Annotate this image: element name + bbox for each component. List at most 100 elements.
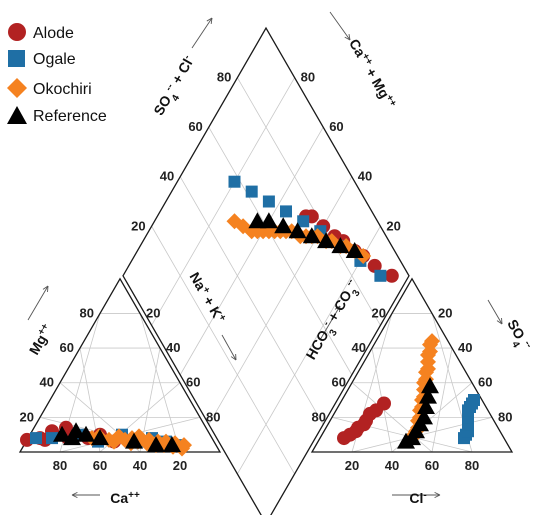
point-ogale-diamond-8	[228, 175, 241, 188]
point-alode-anion-8	[377, 396, 391, 411]
arrow-camg-head-a	[344, 36, 351, 41]
tick-camg-60: 60	[329, 119, 343, 134]
point-reference-cation-4	[91, 429, 109, 446]
arrow-layer	[27, 11, 503, 499]
point-reference-cation-7	[163, 436, 181, 453]
arrow-so4cl	[191, 17, 213, 49]
tick-hco3-80: 80	[312, 409, 326, 424]
point-reference-diamond-4	[288, 222, 307, 239]
point-reference-cation-0	[53, 425, 71, 442]
diamond-grid-a-2	[179, 176, 324, 425]
tick-cl-80: 80	[465, 458, 479, 473]
legend-item-okochiri: Okochiri	[7, 78, 92, 98]
point-reference-diamond-1	[331, 237, 350, 254]
arrow-mg-head-b	[42, 285, 49, 290]
tick-mg-40: 40	[40, 375, 54, 390]
legend-label-ogale: Ogale	[33, 51, 76, 68]
point-reference-cation-2	[67, 422, 85, 439]
anion-grid-a-3	[351, 382, 433, 453]
tick-mg-20: 20	[20, 409, 34, 424]
point-reference-anion-7	[397, 432, 415, 449]
tick-cl-60: 60	[425, 458, 439, 473]
point-ogale-diamond-5	[280, 205, 292, 218]
point-ogale-cation-0	[30, 432, 42, 445]
tick-cl-40: 40	[385, 458, 399, 473]
point-okochiri-cation-19	[176, 437, 192, 454]
tick-ca-20: 20	[173, 458, 187, 473]
legend-item-ogale: Ogale	[8, 50, 76, 68]
tick-camg-80: 80	[301, 70, 315, 85]
arrow-hco3-head-b	[334, 305, 341, 310]
anion-frame	[310, 277, 514, 453]
point-reference-diamond-6	[259, 212, 278, 229]
tick-camg-40: 40	[358, 169, 372, 184]
arrow-mg	[27, 285, 49, 321]
tick-hco3-20: 20	[372, 305, 386, 320]
tick-mg-60: 60	[60, 340, 74, 355]
tick-so4-20: 20	[438, 305, 452, 320]
legend-item-alode: Alode	[8, 23, 74, 42]
axis-label-ca-mg: Ca++ + Mg++	[346, 36, 399, 111]
tick-camg-20: 20	[386, 218, 400, 233]
arrow-camg-head-b	[348, 34, 351, 41]
tick-cl-20: 20	[345, 458, 359, 473]
point-ogale-anion-8	[468, 394, 480, 406]
tick-hco3-40: 40	[352, 340, 366, 355]
point-alode-diamond-1	[367, 258, 382, 273]
anion-grid-b-3	[431, 348, 453, 453]
cation-grid-b-4	[139, 313, 181, 453]
arrow-cl-head-b	[434, 491, 441, 496]
legend-marker-ogale	[8, 50, 25, 67]
axis-label-cl: Cl-	[409, 490, 426, 507]
legend-marker-alode	[8, 23, 26, 41]
tick-hco3-60: 60	[332, 375, 346, 390]
legend-marker-reference	[7, 106, 27, 124]
tick-nak-40: 40	[166, 340, 180, 355]
tick-ca-60: 60	[93, 458, 107, 473]
tick-so4-60: 60	[478, 375, 492, 390]
diamond-grid-b-2	[179, 126, 324, 376]
arrow-so4	[487, 299, 503, 325]
arrow-nak-head-a	[230, 356, 237, 361]
diamond-grid-a-3	[208, 126, 353, 376]
point-reference-diamond-0	[345, 242, 364, 258]
tick-mg-80: 80	[80, 305, 94, 320]
axis-label-so4: SO4--	[500, 316, 535, 355]
point-ogale-diamond-0	[374, 269, 387, 282]
point-ogale-diamond-7	[245, 185, 258, 198]
diamond-frame	[122, 26, 410, 515]
point-ogale-diamond-6	[262, 195, 275, 208]
axis-label-ca: Ca++	[110, 490, 140, 507]
tick-nak-20: 20	[146, 305, 160, 320]
legend-label-okochiri: Okochiri	[33, 81, 92, 98]
point-reference-cation-6	[147, 436, 165, 453]
arrow-ca-head-a	[71, 491, 78, 496]
tick-labels: 80 60 40 20 20 40 60 80 20 40 60 80 20 40 60 80 20 40 60 80…	[20, 70, 513, 473]
point-okochiri-diamond-19	[226, 213, 243, 230]
arrow-nak	[221, 334, 237, 361]
tick-so4cl-40: 40	[160, 169, 174, 184]
legend-item-reference: Reference	[7, 106, 107, 125]
tick-so4cl-60: 60	[188, 119, 202, 134]
arrow-so4cl-head-a	[210, 17, 213, 25]
arrow-camg	[329, 11, 351, 41]
arrow-ca-head-b	[71, 494, 78, 499]
point-reference-anion-2	[417, 398, 435, 414]
tick-so4-80: 80	[498, 409, 512, 424]
cation-frame	[18, 277, 222, 453]
arrow-cl-head-a	[434, 494, 441, 499]
point-reference-diamond-5	[274, 217, 293, 234]
tick-nak-80: 80	[206, 409, 220, 424]
tick-ca-40: 40	[133, 458, 147, 473]
arrow-so4cl-head-b	[206, 17, 213, 22]
diamond-grid-a-1	[151, 226, 295, 475]
frame-layer	[18, 26, 514, 515]
legend-label-alode: Alode	[33, 25, 74, 42]
legend-marker-okochiri	[7, 78, 27, 98]
tick-so4cl-20: 20	[131, 218, 145, 233]
point-ogale-diamond-4	[297, 215, 310, 228]
axis-label-mg: Mg++	[25, 321, 55, 357]
legend-label-reference: Reference	[33, 108, 107, 125]
point-reference-cation-3	[77, 425, 95, 442]
data-points	[20, 175, 480, 457]
